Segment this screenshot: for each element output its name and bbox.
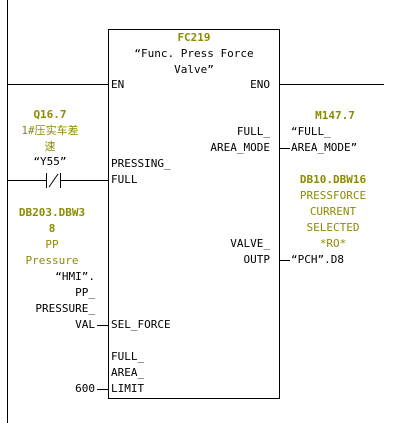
pin-pressing-line2: FULL (111, 173, 138, 186)
pin-full-area-limit-line1: FULL_ (111, 350, 145, 363)
block-comment-line2: Valve” (174, 63, 214, 76)
power-rail (7, 0, 8, 423)
contact-comment-line1: 1#压实车差 (21, 124, 79, 137)
contact-symbol: “Y55” (33, 155, 67, 168)
sel-force-comment-line1: PP (45, 238, 59, 251)
eno-wire (280, 84, 384, 85)
function-block[interactable] (108, 29, 280, 399)
sel-force-symbol-line1: “HMI”. (55, 270, 95, 283)
contact-comment-line2: 速 (44, 140, 56, 153)
contact-wire-right (60, 180, 108, 181)
block-name: FC219 (177, 31, 211, 44)
pin-full-area-limit-line3: LIMIT (111, 382, 145, 395)
valve-outp-comment-line3: SELECTED (306, 221, 360, 234)
sel-force-symbol-line2: PP_ (75, 286, 95, 299)
valve-outp-symbol: “PCH”.D8 (291, 253, 344, 266)
pin-sel-force: SEL_FORCE (111, 318, 171, 331)
valve-outp-address: DB10.DBW16 (299, 173, 367, 186)
pin-valve-outp-line1: VALVE_ (230, 237, 270, 250)
pin-full-area-mode-line2: AREA_MODE (210, 141, 270, 154)
sel-force-symbol-line4: VAL (75, 318, 95, 331)
contact-left-bar (46, 173, 47, 188)
full-area-mode-symbol-line1: “FULL_ (291, 125, 331, 138)
contact-address: Q16.7 (33, 108, 67, 121)
sel-force-comment-line2: Pressure (25, 254, 79, 267)
full-area-mode-address: M147.7 (315, 109, 355, 122)
en-wire (7, 84, 108, 85)
pin-full-area-mode-line1: FULL_ (236, 125, 270, 138)
full-area-mode-symbol-line2: AREA_MODE” (291, 141, 358, 154)
pin-valve-outp-line2: OUTP (243, 253, 271, 266)
pin-pressing-line1: PRESSING_ (111, 157, 171, 170)
contact-wire-left (7, 180, 46, 181)
valve-outp-comment-line2: CURRENT (309, 205, 357, 218)
pin-full-area-limit-line2: AREA_ (111, 366, 145, 379)
sel-force-symbol-line3: PRESSURE_ (35, 302, 95, 315)
sel-force-wire (97, 325, 108, 326)
valve-outp-wire (280, 260, 290, 261)
valve-outp-comment-line1: PRESSFORCE (299, 189, 367, 202)
full-area-mode-wire (280, 148, 290, 149)
negated-contact-icon[interactable] (46, 173, 61, 188)
block-comment-line1: “Func. Press Force (134, 47, 254, 60)
full-area-limit-wire (97, 389, 108, 390)
valve-outp-comment-line4: *RO* (319, 237, 347, 250)
sel-force-address-line1: DB203.DBW3 (18, 206, 86, 219)
pin-eno: ENO (250, 78, 270, 91)
pin-en: EN (111, 78, 125, 91)
full-area-limit-value: 600 (75, 382, 95, 395)
sel-force-address-line2: 8 (48, 222, 56, 235)
